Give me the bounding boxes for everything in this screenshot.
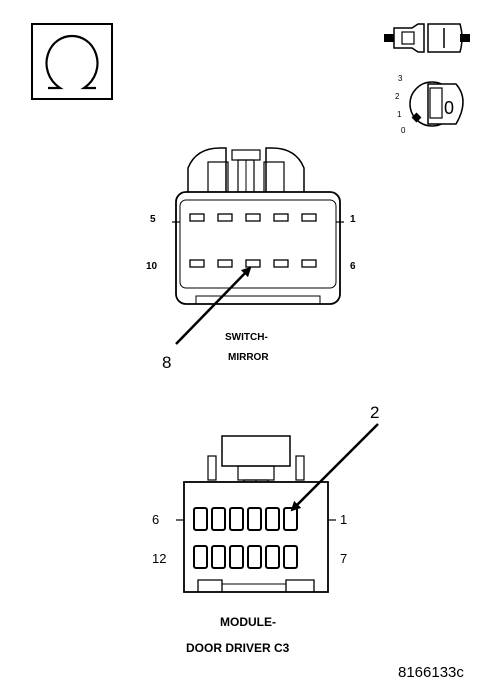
module-pin-1: 1 [340, 512, 347, 527]
switch-pin-5: 5 [150, 214, 156, 225]
key-position-2: 2 [395, 92, 400, 101]
switch-callout-number: 8 [162, 353, 171, 372]
module-caption-line2: DOOR DRIVER C3 [186, 641, 290, 655]
ohm-symbol-icon [31, 23, 113, 100]
switch-pin-10: 10 [146, 261, 158, 272]
module-callout-arrow [290, 423, 379, 512]
key-position-3: 3 [398, 74, 403, 83]
key-position-1: 1 [397, 110, 402, 119]
switch-pin-6: 6 [350, 261, 356, 272]
module-pin-6: 6 [152, 512, 159, 527]
switch-caption-line1: SWITCH- [225, 332, 268, 343]
module-pin-7: 7 [340, 551, 347, 566]
module-pin-12: 12 [152, 551, 166, 566]
key-current-position: 0 [444, 98, 454, 118]
key-position-0: 0 [401, 126, 406, 135]
module-door-driver-c3-connector: 6 1 12 7 2 MODULE- DOOR DRIVER C3 [152, 403, 379, 655]
ignition-key-off-icon: 3 2 1 0 0 [395, 74, 464, 135]
switch-caption-line2: MIRROR [228, 352, 269, 363]
switch-pin-1: 1 [350, 214, 356, 225]
switch-mirror-connector: 5 1 10 6 8 SWITCH- MIRROR [146, 147, 356, 372]
switch-callout-arrow [175, 266, 252, 345]
module-caption-line1: MODULE- [220, 615, 276, 629]
connector-disconnect-icon [384, 23, 470, 53]
module-callout-number: 2 [370, 403, 379, 422]
figure-id: 8166133c [398, 664, 464, 681]
